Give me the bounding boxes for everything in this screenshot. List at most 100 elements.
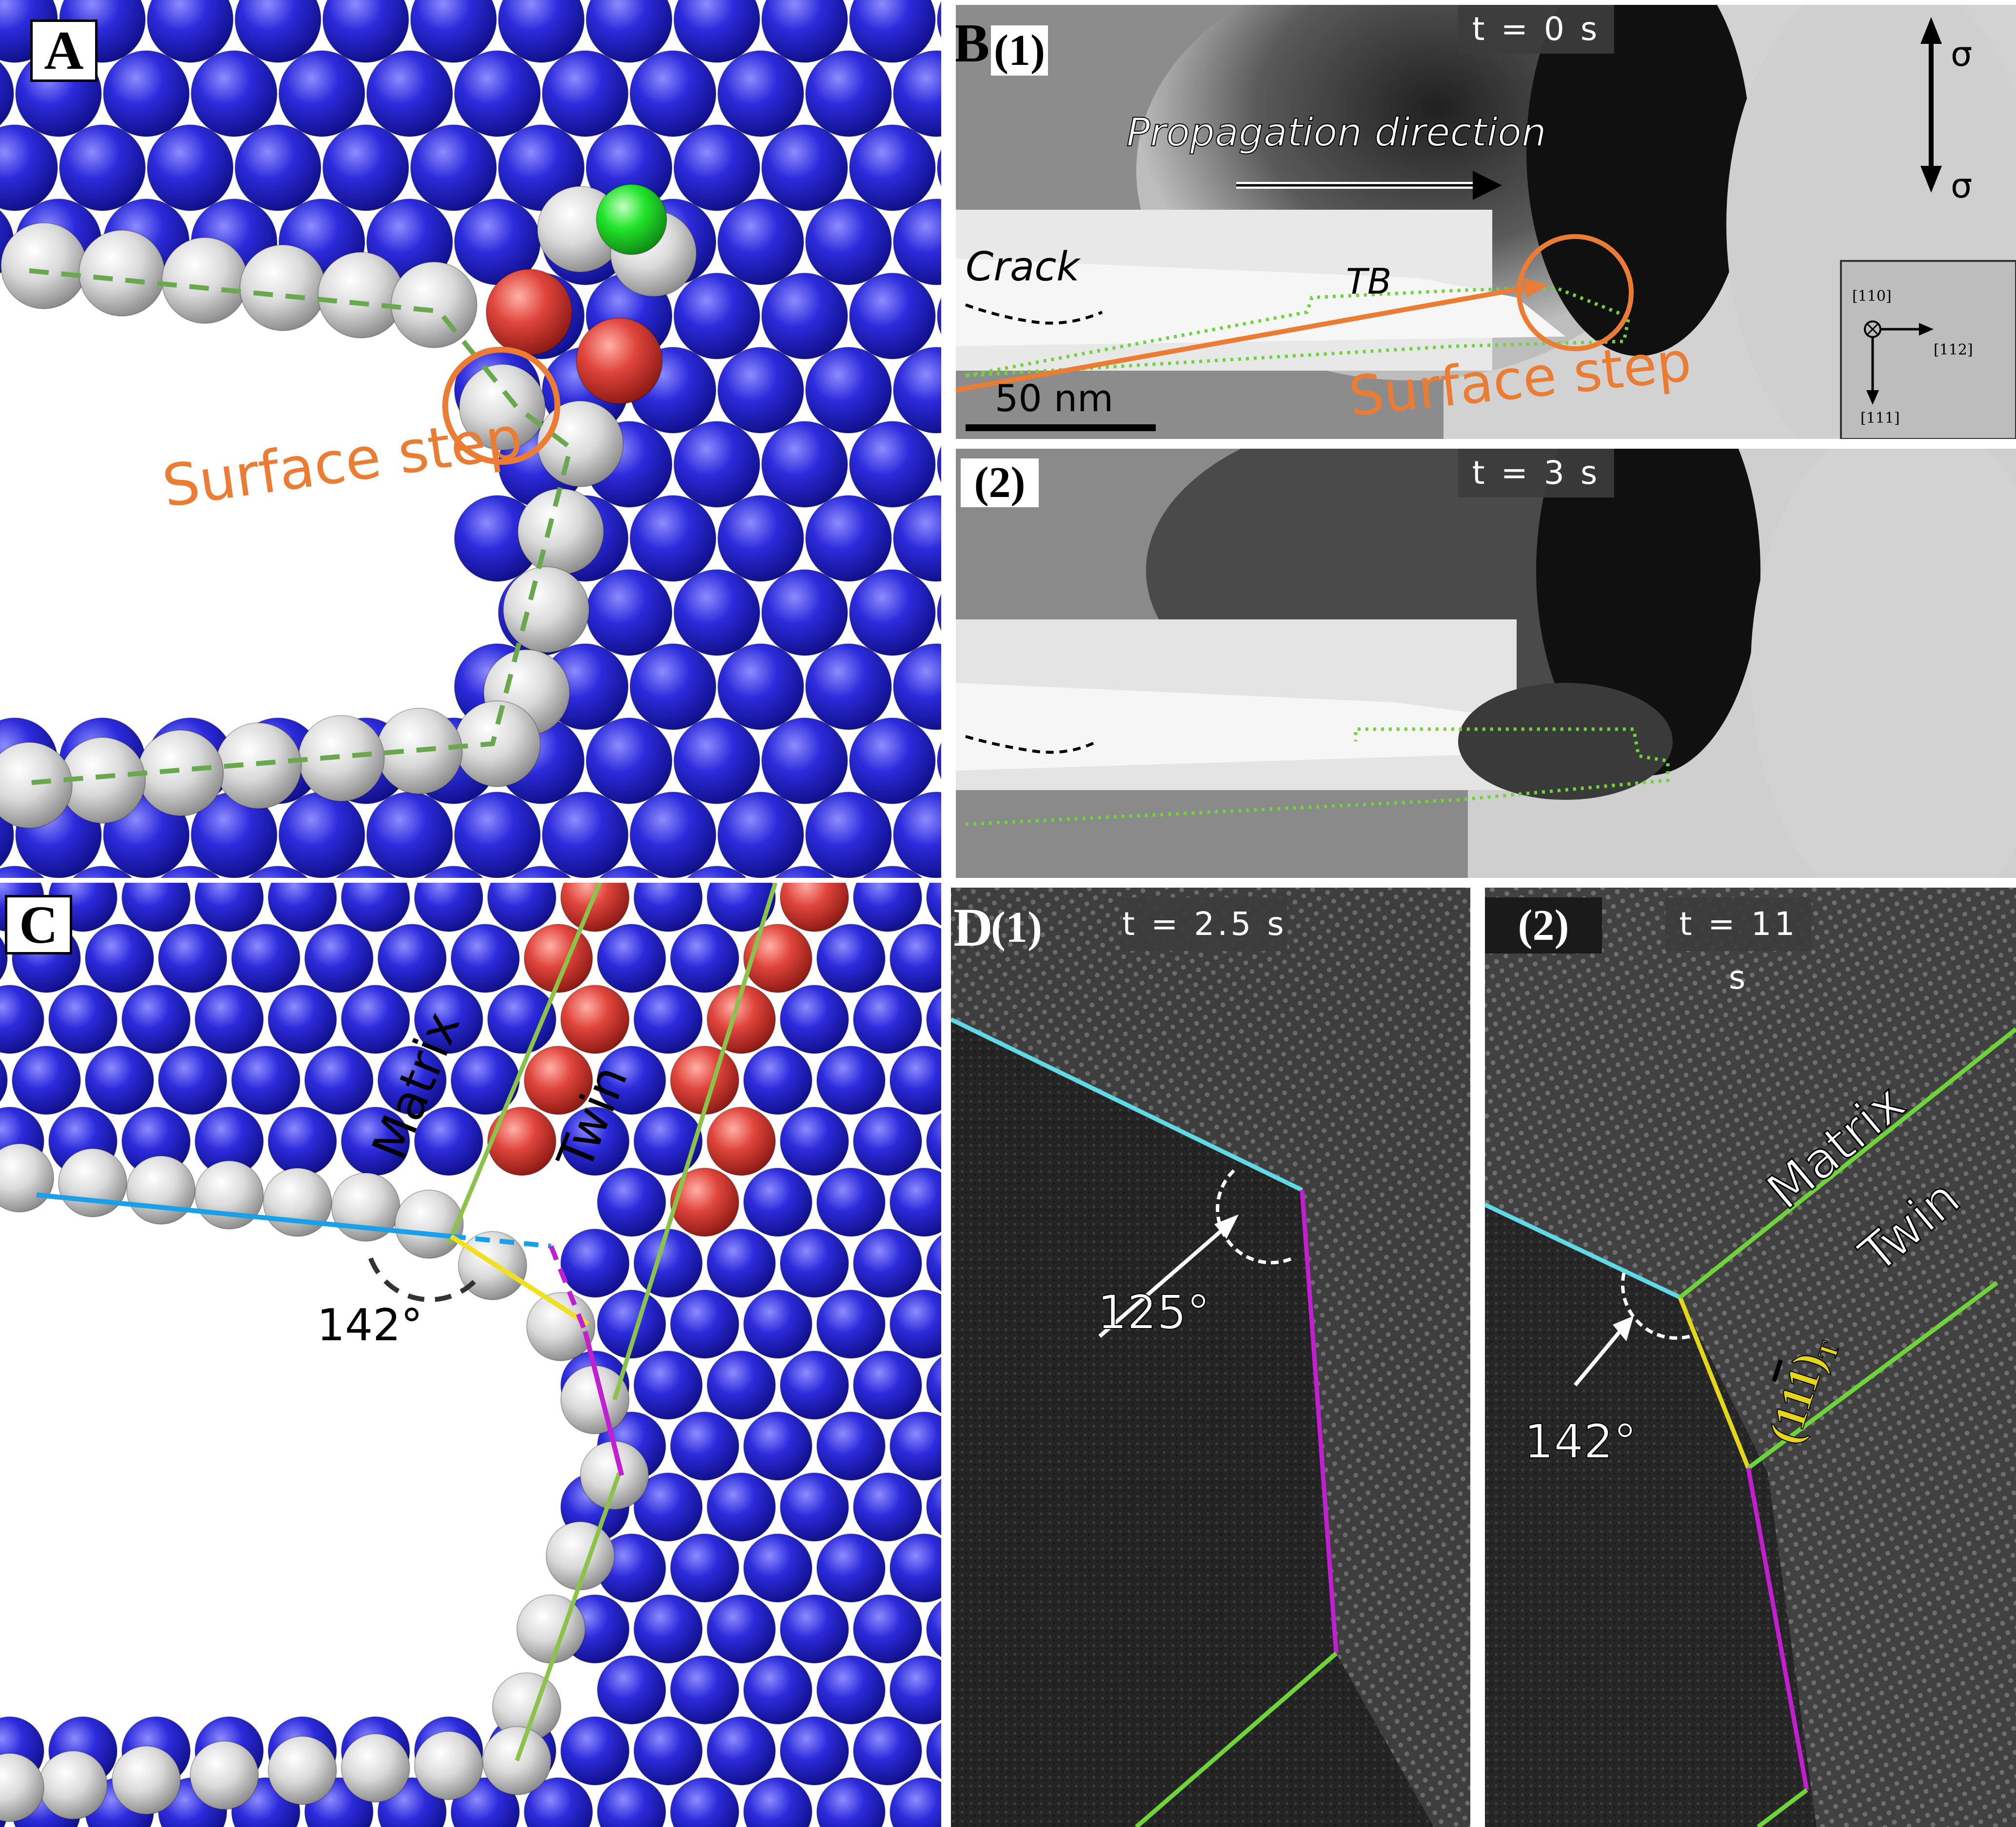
b1-orient-horizontal: [112] xyxy=(1934,341,1973,358)
matrix-atom xyxy=(633,1350,703,1420)
matrix-atom xyxy=(761,0,848,63)
matrix-atom xyxy=(805,199,892,285)
b2-image xyxy=(956,449,2016,878)
matrix-atom xyxy=(853,883,922,932)
matrix-atom xyxy=(761,717,848,804)
matrix-atom xyxy=(341,883,410,932)
matrix-atom xyxy=(849,273,936,359)
matrix-atom xyxy=(926,1234,941,1292)
matrix-atom xyxy=(853,1229,922,1298)
panel-d-label: D xyxy=(953,897,993,958)
b1-propagation-text: Propagation direction xyxy=(1126,109,1547,156)
surface-atom xyxy=(39,1750,108,1820)
b1-scale-text: 50 nm xyxy=(995,377,1114,420)
matrix-atom xyxy=(853,985,922,1054)
matrix-atom xyxy=(761,421,848,508)
matrix-atom xyxy=(926,1600,941,1658)
matrix-atom xyxy=(937,149,941,187)
matrix-atom xyxy=(414,985,483,1054)
matrix-atom xyxy=(597,1168,666,1237)
panel-a: A Surface step xyxy=(0,0,941,878)
c-magenta-line xyxy=(583,1331,624,1476)
matrix-atom xyxy=(597,924,666,993)
matrix-atom xyxy=(597,1290,666,1359)
matrix-atom xyxy=(893,495,941,582)
matrix-atom xyxy=(780,1472,849,1542)
matrix-atom xyxy=(805,643,892,730)
c-green-line-1 xyxy=(446,883,602,1245)
panel-d2: (2) t = 11 s 142° Matrix Twin (111)T xyxy=(1485,888,2016,1827)
c-angle-arc xyxy=(368,1257,480,1302)
matrix-atom xyxy=(717,792,804,878)
matrix-atom xyxy=(158,1046,227,1115)
matrix-atom xyxy=(586,717,672,804)
d1-angle-text: 125° xyxy=(1097,1285,1210,1340)
matrix-atom xyxy=(248,866,308,878)
matrix-atom xyxy=(0,1058,8,1102)
d2-number: (2) xyxy=(1485,897,1602,953)
matrix-atom xyxy=(498,0,585,63)
green-atom xyxy=(596,184,667,255)
matrix-atom xyxy=(816,1777,886,1827)
twin-atom xyxy=(560,985,630,1054)
matrix-atom xyxy=(231,924,300,993)
matrix-atom xyxy=(377,1046,447,1115)
panel-b2: (2) t = 3 s xyxy=(956,449,2016,878)
matrix-atom xyxy=(633,1594,703,1664)
surface-atom xyxy=(517,488,604,575)
matrix-atom xyxy=(889,1655,941,1725)
d2-angle-text: 142° xyxy=(1523,1414,1637,1470)
matrix-atom xyxy=(410,0,497,63)
matrix-atom xyxy=(743,1533,812,1603)
matrix-atom xyxy=(410,124,497,211)
matrix-atom xyxy=(707,883,776,932)
surface-atom xyxy=(263,1168,332,1237)
twin-atom xyxy=(487,1107,556,1176)
matrix-atom xyxy=(780,1350,849,1420)
matrix-atom xyxy=(304,924,374,993)
matrix-atom xyxy=(670,1777,739,1827)
twin-atom xyxy=(707,1107,776,1176)
matrix-atom xyxy=(937,445,941,483)
surface-atom xyxy=(0,742,73,829)
b1-orient-vertical: [111] xyxy=(1860,410,1900,427)
matrix-atom xyxy=(0,866,45,878)
matrix-atom xyxy=(717,199,804,285)
matrix-atom xyxy=(72,866,133,878)
b1-image xyxy=(956,5,2016,439)
surface-atom xyxy=(112,1746,181,1815)
surface-atom xyxy=(395,1190,464,1259)
matrix-atom xyxy=(937,0,941,39)
matrix-atom xyxy=(633,1472,703,1542)
matrix-atom xyxy=(498,124,585,211)
matrix-atom xyxy=(893,347,941,434)
matrix-atom xyxy=(743,1046,812,1115)
c-green-line-3 xyxy=(514,1472,622,1762)
matrix-atom xyxy=(0,124,58,211)
twin-atom xyxy=(780,883,849,932)
matrix-atom xyxy=(341,985,410,1054)
panel-c-label: C xyxy=(5,895,72,954)
surface-atom xyxy=(526,1292,595,1361)
matrix-atom xyxy=(673,421,760,508)
matrix-atom xyxy=(235,0,321,63)
matrix-atom xyxy=(268,1107,337,1176)
matrix-atom xyxy=(805,495,892,582)
matrix-atom xyxy=(926,883,941,926)
matrix-atom xyxy=(103,50,190,137)
c-yellow-line xyxy=(450,1234,589,1327)
matrix-atom xyxy=(853,1594,922,1664)
c-green-line-2 xyxy=(612,883,778,1401)
b1-time: t = 0 s xyxy=(1458,5,1614,54)
surface-atom xyxy=(161,237,248,324)
matrix-atom xyxy=(816,1046,886,1115)
matrix-atom xyxy=(707,1472,776,1542)
matrix-atom xyxy=(542,792,629,878)
matrix-atom xyxy=(707,1594,776,1664)
d2-image xyxy=(1485,888,2016,1827)
matrix-atom xyxy=(849,421,936,508)
matrix-atom xyxy=(849,0,936,63)
matrix-atom xyxy=(633,1716,703,1786)
matrix-atom xyxy=(158,924,227,993)
matrix-atom xyxy=(849,569,936,656)
